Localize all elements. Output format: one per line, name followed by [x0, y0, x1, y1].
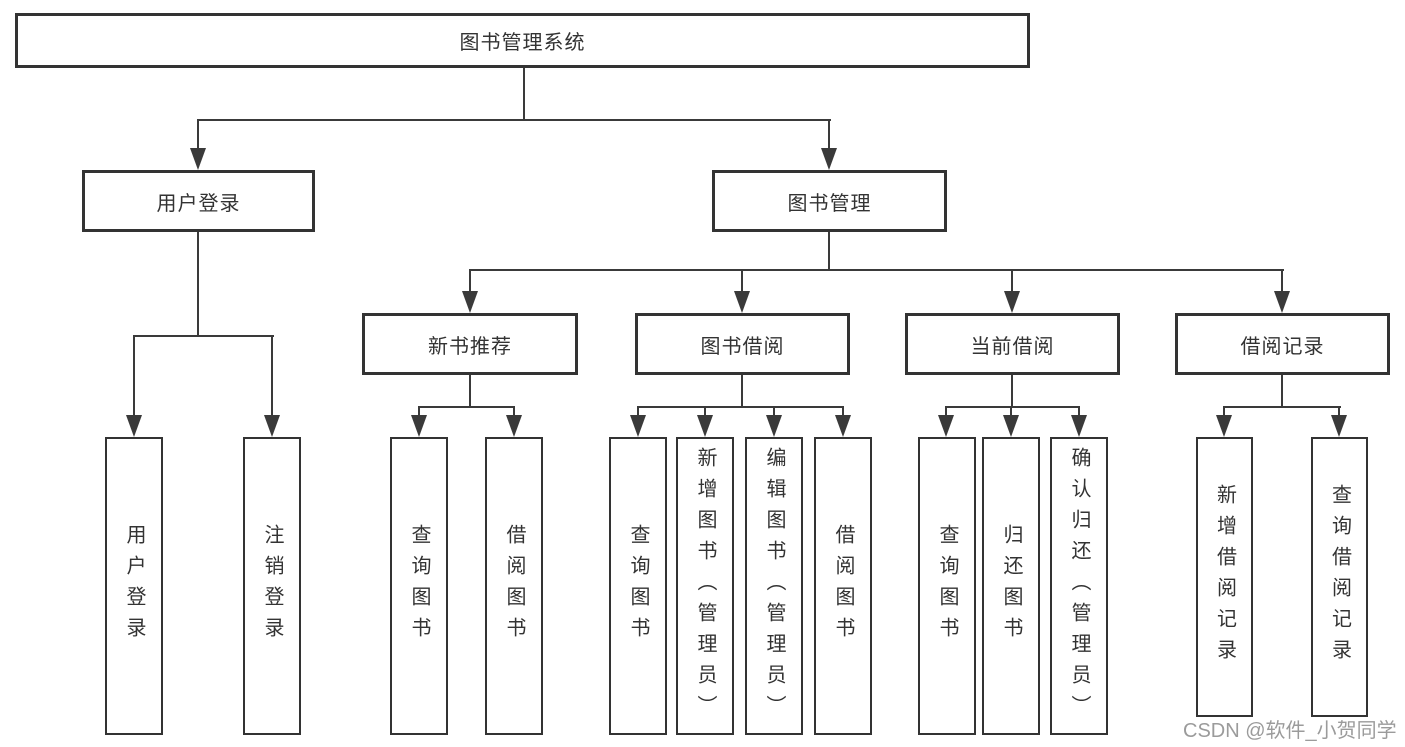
arrow-down-icon	[411, 415, 427, 437]
connector-line	[828, 230, 830, 271]
leaf-edit-books-admin: 编辑图书（管理员）	[745, 437, 803, 735]
arrow-down-icon	[1071, 415, 1087, 437]
arrow-down-icon	[462, 291, 478, 313]
leaf-borrow-books: 借阅图书	[814, 437, 872, 735]
node-book-borrowing: 图书借阅	[635, 313, 850, 375]
leaf-logout: 注销登录	[243, 437, 301, 735]
connector-line	[197, 230, 199, 337]
node-label: 新增借阅记录	[1213, 484, 1236, 670]
leaf-query-borrow-record: 查询借阅记录	[1311, 437, 1368, 717]
connector-line	[1223, 406, 1341, 408]
node-label: 借阅图书	[832, 524, 854, 648]
leaf-query-books-current: 查询图书	[918, 437, 976, 735]
leaf-user-login: 用户登录	[105, 437, 163, 735]
connector-line	[842, 406, 844, 418]
node-label: 图书管理	[787, 192, 872, 215]
connector-line	[637, 406, 844, 408]
node-library-system: 图书管理系统	[15, 13, 1030, 68]
connector-line	[469, 269, 1284, 271]
node-label: 当前借阅	[970, 335, 1055, 358]
node-book-management: 图书管理	[712, 170, 947, 232]
node-label: 用户登录	[156, 192, 241, 215]
node-label: 用户登录	[123, 524, 145, 648]
connector-line	[523, 66, 525, 121]
leaf-query-books-recommend: 查询图书	[390, 437, 448, 735]
node-label: 查询图书	[627, 524, 649, 648]
node-label: 查询借阅记录	[1328, 484, 1351, 670]
node-label: 编辑图书（管理员）	[763, 446, 785, 726]
arrow-down-icon	[1331, 415, 1347, 437]
connector-line	[637, 406, 639, 418]
arrow-down-icon	[821, 148, 837, 170]
connector-line	[704, 406, 706, 418]
connector-line	[741, 269, 743, 293]
connector-line	[271, 335, 273, 418]
connector-line	[945, 406, 1080, 408]
node-label: 新增图书（管理员）	[694, 446, 716, 726]
arrow-down-icon	[1216, 415, 1232, 437]
leaf-query-books: 查询图书	[609, 437, 667, 735]
csdn-watermark: CSDN @软件_小贺同学	[1183, 720, 1397, 742]
arrow-down-icon	[126, 415, 142, 437]
node-label: 图书管理系统	[459, 32, 586, 54]
arrow-down-icon	[264, 415, 280, 437]
connector-line	[469, 269, 471, 293]
connector-line	[469, 373, 471, 407]
node-label: 新书推荐	[428, 335, 512, 358]
arrow-down-icon	[630, 415, 646, 437]
node-label: 借阅图书	[503, 524, 525, 648]
arrow-down-icon	[766, 415, 782, 437]
arrow-down-icon	[190, 148, 206, 170]
connector-line	[1078, 406, 1080, 418]
connector-line	[1010, 406, 1012, 418]
leaf-add-books-admin: 新增图书（管理员）	[676, 437, 734, 735]
node-borrow-records: 借阅记录	[1175, 313, 1390, 375]
node-label: 查询图书	[408, 524, 430, 648]
connector-line	[197, 119, 199, 150]
arrow-down-icon	[938, 415, 954, 437]
node-label: 借阅记录	[1240, 335, 1325, 358]
node-label: 查询图书	[936, 524, 958, 648]
node-label: 图书借阅	[700, 335, 785, 358]
connector-line	[418, 406, 420, 418]
connector-line	[1281, 373, 1283, 407]
connector-line	[513, 406, 515, 418]
connector-line	[1338, 406, 1340, 418]
arrow-down-icon	[697, 415, 713, 437]
connector-line	[133, 335, 135, 418]
connector-line	[1011, 269, 1013, 293]
arrow-down-icon	[1274, 291, 1290, 313]
connector-line	[1011, 373, 1013, 407]
connector-line	[773, 406, 775, 418]
arrow-down-icon	[1003, 415, 1019, 437]
node-new-book-recommend: 新书推荐	[362, 313, 578, 375]
node-label: 确认归还（管理员）	[1068, 446, 1090, 726]
node-user-login: 用户登录	[82, 170, 315, 232]
arrow-down-icon	[835, 415, 851, 437]
connector-line	[1223, 406, 1225, 418]
arrow-down-icon	[1004, 291, 1020, 313]
leaf-confirm-return-admin: 确认归还（管理员）	[1050, 437, 1108, 735]
connector-line	[133, 335, 274, 337]
arrow-down-icon	[734, 291, 750, 313]
connector-line	[945, 406, 947, 418]
connector-line	[197, 119, 831, 121]
node-current-borrowing: 当前借阅	[905, 313, 1120, 375]
connector-line	[828, 119, 830, 150]
leaf-borrow-books-recommend: 借阅图书	[485, 437, 543, 735]
leaf-add-borrow-record: 新增借阅记录	[1196, 437, 1253, 717]
connector-line	[418, 406, 515, 408]
node-label: 注销登录	[261, 524, 283, 648]
connector-line	[741, 373, 743, 407]
node-label: 归还图书	[1000, 524, 1022, 648]
leaf-return-books: 归还图书	[982, 437, 1040, 735]
connector-line	[1281, 269, 1283, 293]
arrow-down-icon	[506, 415, 522, 437]
